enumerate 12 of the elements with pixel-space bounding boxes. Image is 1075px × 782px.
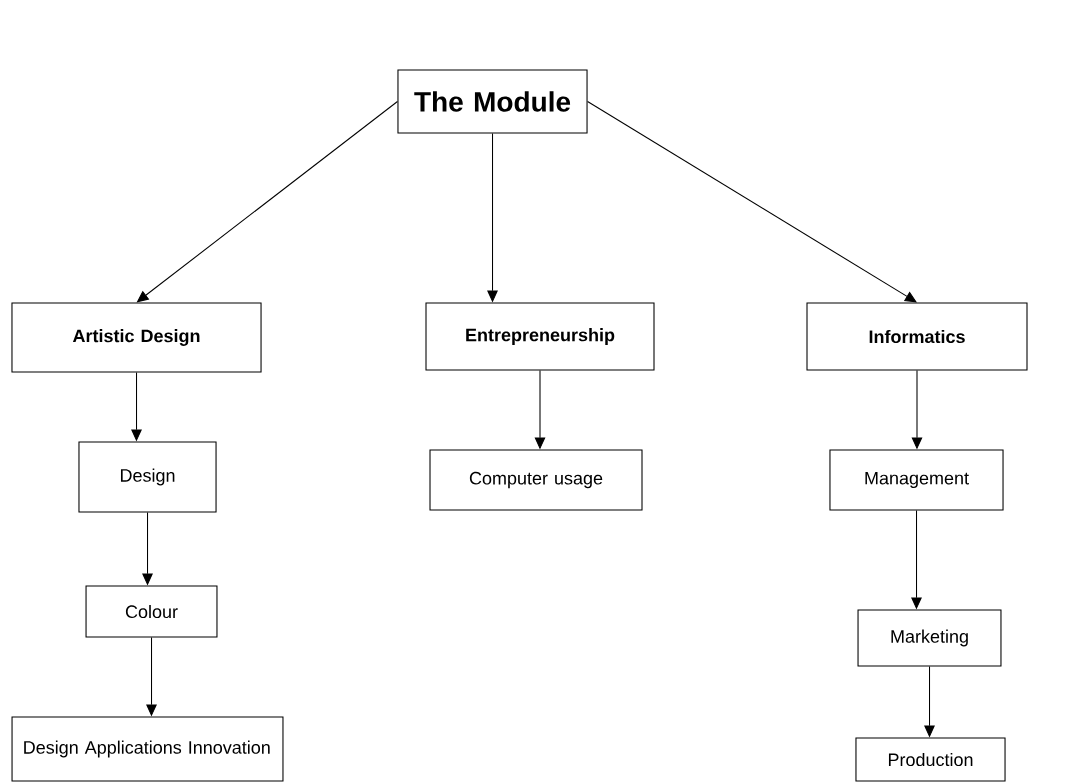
topic-box: Computer usage [429,449,643,511]
title-box: The Module [397,69,588,134]
topic-box: Design Applications Innovation [11,716,284,782]
topic-box: Management [829,449,1004,511]
topic-box: Production [855,737,1006,782]
topic-box: Marketing [857,609,1002,667]
topic-box: Entrepreneurship [425,302,655,371]
topic-box: Colour [85,585,218,638]
topic-box: Informatics [806,302,1028,371]
topic-box: Design [78,441,217,513]
topic-box: Artistic Design [11,302,262,373]
arrow [587,100,917,303]
